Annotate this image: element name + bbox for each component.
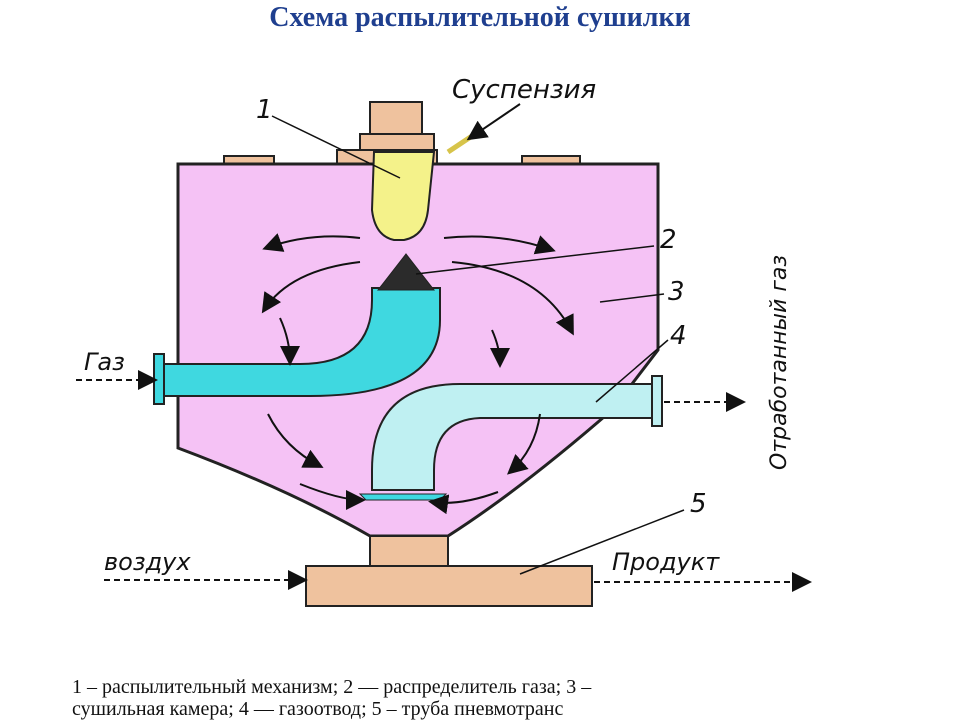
label-gas: Газ — [84, 348, 125, 376]
number-2: 2 — [660, 225, 677, 255]
outlet-intake — [358, 493, 448, 501]
number-4: 4 — [670, 321, 687, 351]
caption-line-2: сушильная камера; 4 — газоотвод; 5 – тру… — [72, 698, 564, 720]
label-suspension: Суспензия — [452, 75, 596, 105]
number-1: 1 — [256, 95, 273, 125]
label-exhaust-gas: Отработанный газ — [767, 255, 792, 470]
atomizer-motor — [369, 101, 423, 135]
gas-distributor-head — [376, 253, 436, 291]
legend-caption: 1 – распылительный механизм; 2 — распред… — [72, 676, 932, 720]
label-product: Продукт — [612, 548, 720, 576]
number-5: 5 — [690, 489, 707, 519]
chamber-neck — [369, 535, 449, 569]
flow-arrows — [261, 233, 574, 515]
suspension-arrow — [466, 103, 521, 141]
label-air: воздух — [104, 548, 191, 576]
diagram-title: Схема распылительной сушилки — [269, 2, 691, 33]
caption-line-1: 1 – распылительный механизм; 2 — распред… — [72, 676, 592, 698]
gas-inlet-flange — [153, 353, 165, 405]
atomizer-housing — [359, 133, 435, 151]
transport-pipe — [305, 565, 593, 607]
atomizer-nozzle — [370, 151, 436, 241]
gas-outlet-flange — [651, 375, 663, 427]
gas-outlet-pipe — [371, 383, 656, 491]
gas-distributor-pipe — [159, 287, 441, 397]
number-3: 3 — [668, 277, 685, 307]
leader-lines — [271, 115, 685, 575]
